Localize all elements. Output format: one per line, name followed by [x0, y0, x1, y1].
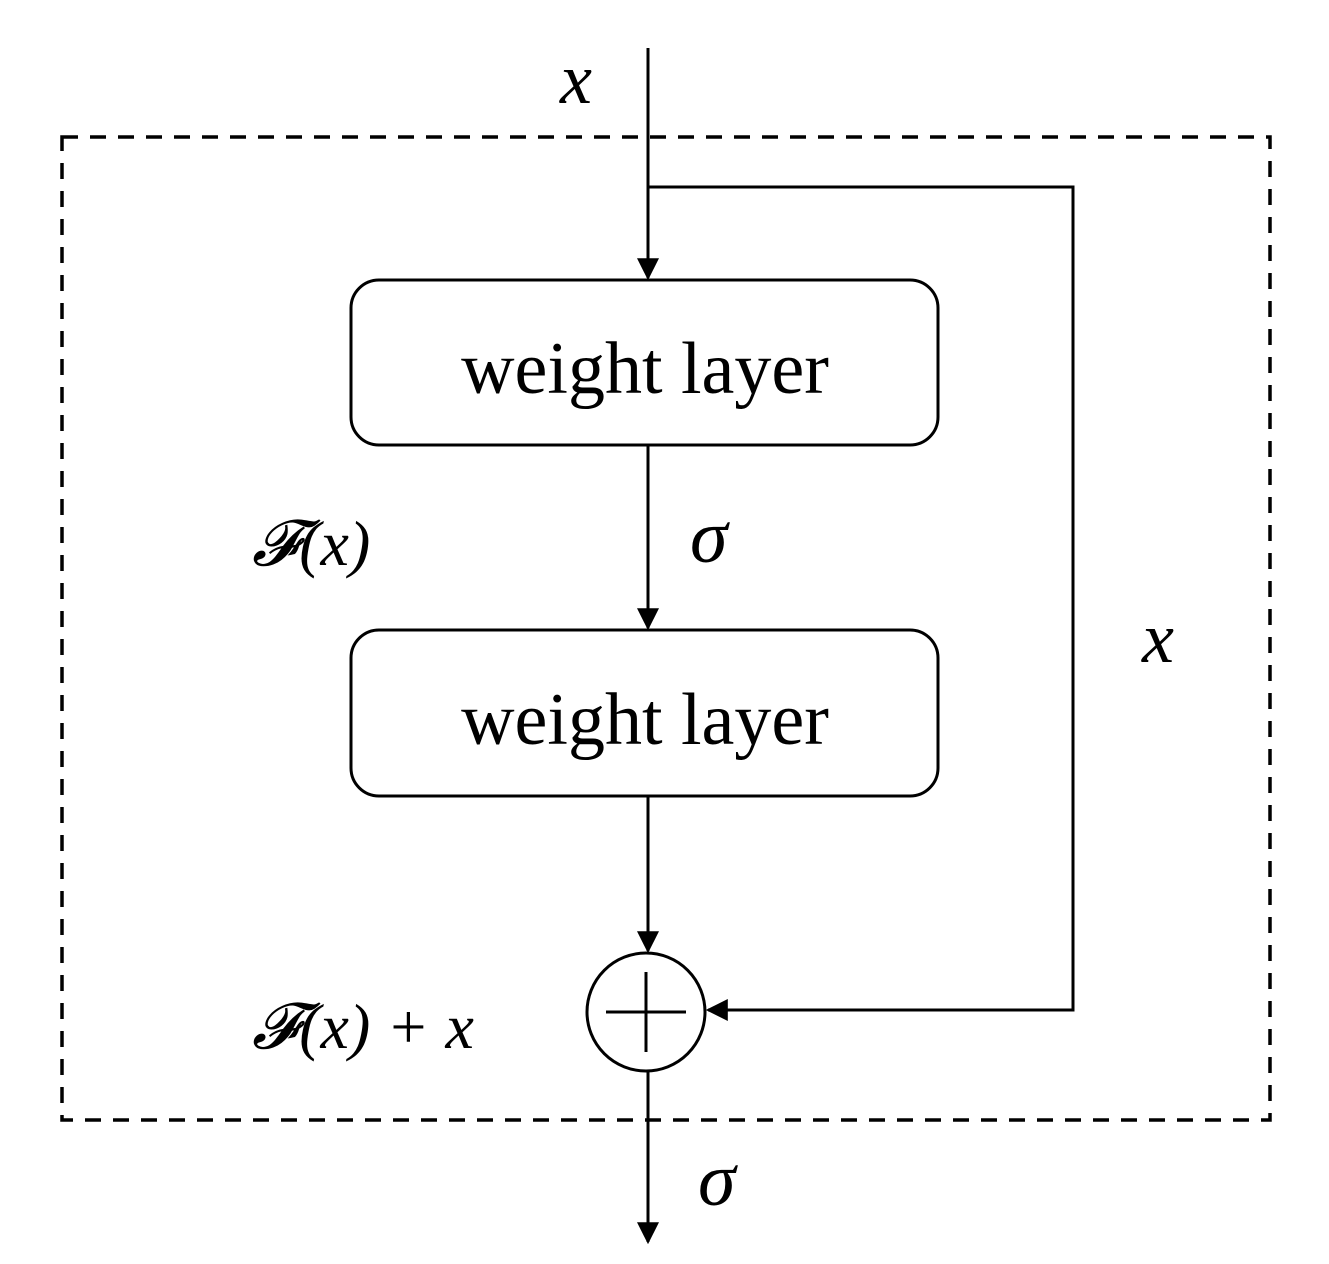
block-boundary	[60, 135, 1272, 1122]
weight-layer-2-box	[349, 628, 940, 798]
residual-function-label: 𝓕(x)	[252, 508, 370, 579]
shortcut-x-label: x	[1141, 598, 1174, 678]
activation-sigma-mid: σ	[690, 495, 730, 579]
shortcut-connection	[648, 185, 1075, 1021]
input-x-label: x	[559, 39, 592, 119]
sum-output-label: 𝓕(x) + x	[252, 991, 474, 1062]
weight-layer-1-box	[349, 278, 940, 447]
weight-layer-2-label: weight layer	[461, 679, 829, 761]
weight-layer-1-label: weight layer	[461, 328, 829, 410]
addition-node	[585, 951, 707, 1073]
activation-sigma-out: σ	[698, 1138, 738, 1222]
